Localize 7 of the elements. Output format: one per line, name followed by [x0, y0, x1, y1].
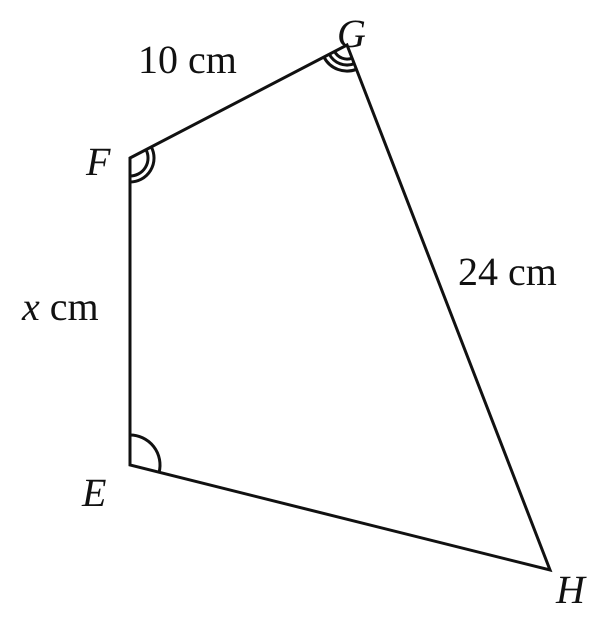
vertex-label: H	[556, 570, 585, 610]
side-length-label: x cm	[22, 287, 99, 327]
vertex-label: E	[82, 473, 106, 513]
side-length-label: 24 cm	[458, 252, 557, 292]
side-length-label: 10 cm	[138, 40, 237, 80]
vertex-label: G	[337, 14, 366, 54]
vertex-label: F	[86, 142, 110, 182]
